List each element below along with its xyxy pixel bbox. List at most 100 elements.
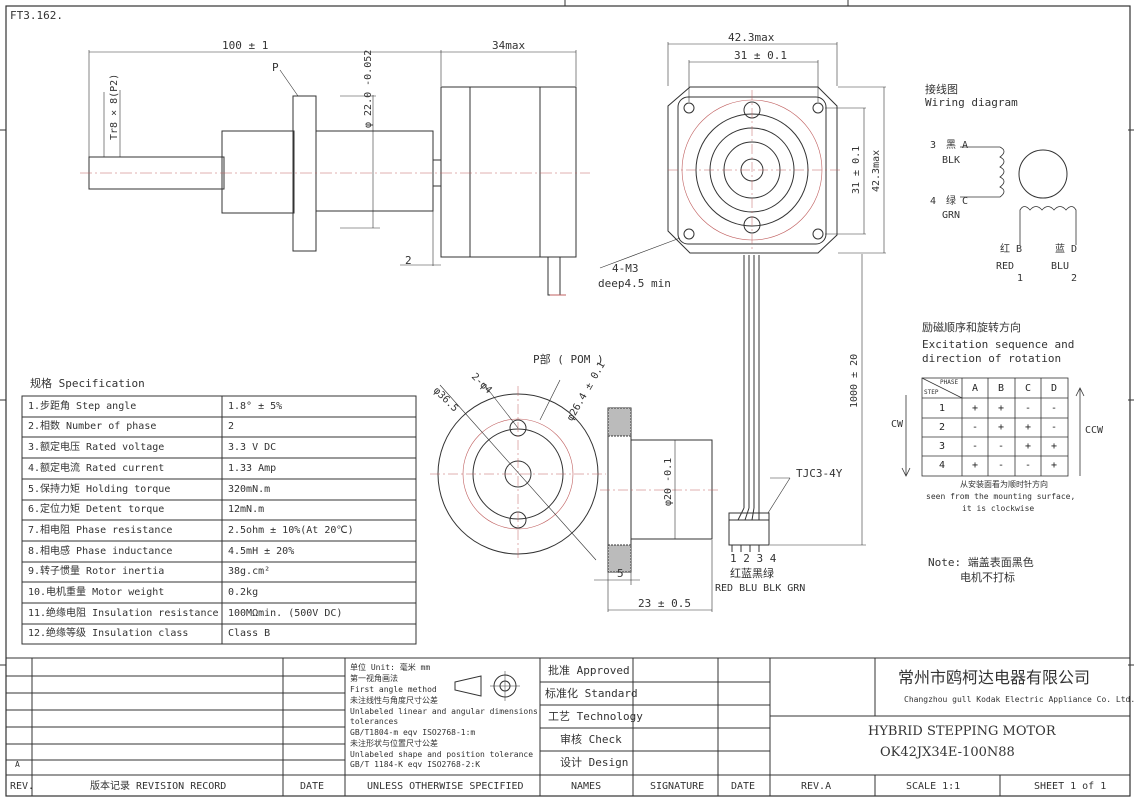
phase-cell: + bbox=[997, 422, 1005, 433]
check-label: 审核 Check bbox=[560, 733, 622, 746]
spec-label: 8.相电感 Phase inductance bbox=[28, 546, 173, 557]
phase-cell: + bbox=[1024, 441, 1032, 452]
spec-label: 11.绝缘电阻 Insulation resistance bbox=[28, 608, 219, 619]
footer-revision-record: 版本记录 REVISION RECORD bbox=[90, 781, 227, 792]
product-name: HYBRID STEPPING MOTOR bbox=[868, 724, 1056, 739]
hole-spacing-dimension: 31 ± 0.1 bbox=[734, 49, 787, 62]
phase-cell: - bbox=[1024, 403, 1032, 414]
phase-cell: - bbox=[971, 422, 979, 433]
phase-cell: - bbox=[997, 460, 1005, 471]
spec-value: 0.2kg bbox=[228, 587, 259, 598]
technology-label: 工艺 Technology bbox=[548, 710, 643, 723]
spec-label: 7.相电阻 Phase resistance bbox=[28, 525, 173, 536]
rotation-note-en-2: it is clockwise bbox=[962, 504, 1035, 513]
step-number: 4 bbox=[938, 460, 946, 471]
spec-label: 6.定位力矩 Detent torque bbox=[28, 504, 165, 515]
spec-label: 10.电机重量 Motor weight bbox=[28, 587, 165, 598]
phase-cell: + bbox=[971, 460, 979, 471]
footer-date: DATE bbox=[300, 781, 325, 792]
wire-d-cn: 蓝 D bbox=[1055, 244, 1078, 255]
footer-scale: SCALE 1:1 bbox=[906, 781, 961, 792]
phase-cell: - bbox=[1050, 403, 1058, 414]
tolerance-1-en-1: Unlabeled linear and angular dimensions bbox=[350, 707, 538, 716]
phase-header-d: D bbox=[1050, 383, 1058, 394]
wire-a-number: 3 bbox=[930, 140, 937, 151]
spec-label: 1.步距角 Step angle bbox=[28, 401, 137, 412]
hole-callout-2: deep4.5 min bbox=[598, 277, 671, 290]
note-line-1: Note: 端盖表面黑色 bbox=[928, 556, 1034, 569]
phase-cell: + bbox=[1024, 422, 1032, 433]
phase-cell: + bbox=[1050, 460, 1058, 471]
wire-d-number: 2 bbox=[1071, 273, 1078, 284]
wire-b-number: 1 bbox=[1017, 273, 1024, 284]
note-line-2: 电机不打标 bbox=[960, 571, 1015, 584]
sheet-code: FT3.162. bbox=[10, 9, 63, 22]
phase-cell: + bbox=[997, 403, 1005, 414]
spec-label: 2.相数 Number of phase bbox=[28, 421, 157, 432]
model-number: OK42JX34E-100N88 bbox=[880, 745, 1015, 760]
tolerance-2-en: Unlabeled shape and position tolerance bbox=[350, 750, 534, 759]
excitation-title-cn: 励磁顺序和旋转方向 bbox=[922, 321, 1021, 334]
excitation-title-en-2: direction of rotation bbox=[922, 352, 1062, 365]
vertical-outer-dimension: 42.3max bbox=[871, 149, 882, 192]
length-dimension: 100 ± 1 bbox=[222, 39, 269, 52]
wire-colors-en: RED BLU BLK GRN bbox=[715, 583, 806, 594]
p-part-views bbox=[430, 379, 720, 612]
phase-cell: + bbox=[1050, 441, 1058, 452]
spec-value: 1.33 Amp bbox=[228, 463, 277, 474]
step-number: 2 bbox=[938, 422, 946, 433]
ccw-label: CCW bbox=[1085, 425, 1104, 436]
design-label: 设计 Design bbox=[560, 756, 629, 769]
spec-value: 12mN.m bbox=[228, 504, 265, 515]
phase-header-a: A bbox=[971, 383, 979, 394]
p-hub-dimension: φ20 -0.1 bbox=[663, 457, 674, 506]
tolerance-2-cn: 未注形状与位置尺寸公差 bbox=[350, 739, 438, 748]
connector-label: TJC3-4Y bbox=[796, 467, 843, 480]
pin-numbers: 1 2 3 4 bbox=[730, 552, 777, 565]
footer-names: NAMES bbox=[571, 781, 602, 792]
unit-label: 单位 Unit: 毫米 mm bbox=[350, 663, 431, 672]
p-length-dimension: 23 ± 0.5 bbox=[638, 597, 691, 610]
gap-dimension: 2 bbox=[405, 254, 412, 267]
thread-label: Tr8 × 8(P2) bbox=[109, 73, 120, 140]
phase-cell: - bbox=[1024, 460, 1032, 471]
wire-b-en: RED bbox=[996, 261, 1015, 272]
approved-label: 批准 Approved bbox=[548, 664, 630, 677]
phase-cell: + bbox=[971, 403, 979, 414]
wire-c-cn: 绿 C bbox=[946, 196, 969, 207]
phase-cell: - bbox=[1050, 422, 1058, 433]
body-dimension: 34max bbox=[492, 39, 526, 52]
spec-title: 规格 Specification bbox=[30, 377, 145, 390]
excitation-table-grid bbox=[901, 377, 1085, 477]
spec-value: 100MΩmin. (500V DC) bbox=[228, 608, 343, 619]
spec-label: 4.额定电流 Rated current bbox=[28, 463, 165, 474]
spec-value: 38g.cm² bbox=[228, 566, 271, 577]
wire-colors-cn: 红蓝黑绿 bbox=[730, 567, 774, 580]
wire-d-en: BLU bbox=[1051, 261, 1070, 272]
bore-dimension: φ 22.0 -0.052 bbox=[363, 49, 374, 128]
cw-label: CW bbox=[891, 419, 904, 430]
wire-a-en: BLK bbox=[942, 155, 961, 166]
projection-en: First angle method bbox=[350, 685, 437, 694]
wire-c-en: GRN bbox=[942, 210, 961, 221]
table-corner-step: STEP bbox=[924, 389, 939, 396]
spec-value: 4.5mH ± 20% bbox=[228, 546, 295, 557]
spec-label: 5.保持力矩 Holding torque bbox=[28, 484, 171, 495]
projection-cn: 第一视角画法 bbox=[350, 674, 398, 683]
wire-c-number: 4 bbox=[930, 196, 937, 207]
spec-value: 320mN.m bbox=[228, 484, 271, 495]
footer-rev: REV. bbox=[10, 781, 35, 792]
rotation-note-en-1: seen from the mounting surface, bbox=[926, 492, 1076, 501]
rotation-note-cn: 从安装面看为顺时针方向 bbox=[960, 480, 1048, 489]
flange-label: P bbox=[272, 61, 279, 74]
spec-value: 1.8° ± 5% bbox=[228, 401, 283, 412]
tolerance-1-standard: GB/T1804-m eqv ISO2768-1:m bbox=[350, 728, 476, 737]
phase-cell: - bbox=[997, 441, 1005, 452]
spec-table-grid bbox=[21, 395, 417, 645]
spec-label: 3.额定电压 Rated voltage bbox=[28, 442, 165, 453]
wiring-title-cn: 接线图 bbox=[925, 83, 958, 96]
wiring-diagram-lines bbox=[960, 146, 1077, 245]
tolerance-1-cn: 未注线性与角度尺寸公差 bbox=[350, 696, 438, 705]
footer-signature: SIGNATURE bbox=[650, 781, 705, 792]
